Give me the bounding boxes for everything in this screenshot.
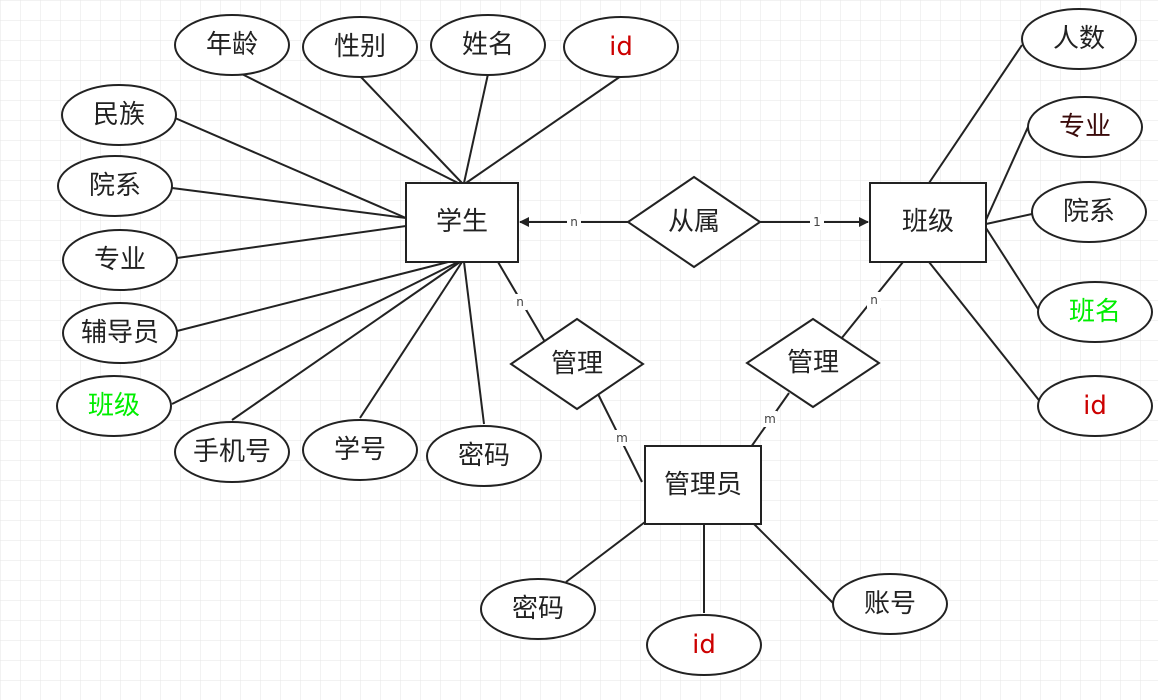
entity-class: 班级 xyxy=(869,182,987,263)
card-student-belongs: n xyxy=(570,215,578,229)
svg-text:班级: 班级 xyxy=(88,391,140,421)
svg-text:人数: 人数 xyxy=(1053,24,1105,54)
relationship-manage-right: 管理 xyxy=(745,317,881,409)
attr-class-count: 人数 xyxy=(1021,8,1137,70)
class-attribute-edges xyxy=(928,44,1043,405)
relationship-belongs-to-label: 从属 xyxy=(668,207,720,237)
svg-text:年龄: 年龄 xyxy=(206,30,258,60)
student-attribute-edges xyxy=(171,68,622,425)
attr-student-phone: 手机号 xyxy=(174,421,290,483)
card-admin-manage-right: m xyxy=(764,412,776,426)
attr-class-major: 专业 xyxy=(1027,96,1143,158)
svg-text:密码: 密码 xyxy=(458,441,510,471)
entity-admin: 管理员 xyxy=(644,445,762,525)
svg-text:院系: 院系 xyxy=(1063,197,1115,227)
svg-text:手机号: 手机号 xyxy=(193,437,271,467)
attr-admin-account: 账号 xyxy=(832,573,948,635)
attr-student-ethnicity: 民族 xyxy=(61,84,177,146)
attr-student-department: 院系 xyxy=(57,155,173,217)
attr-student-name: 姓名 xyxy=(430,14,546,76)
cardinality-labels: n 1 n m n m xyxy=(513,214,881,446)
relationship-manage-left: 管理 xyxy=(509,317,645,411)
attr-student-gender: 性别 xyxy=(302,16,418,78)
attr-class-class-name: 班名 xyxy=(1037,281,1153,343)
attr-class-id: id xyxy=(1037,375,1153,437)
attr-student-class: 班级 xyxy=(56,375,172,437)
admin-attribute-edges xyxy=(565,521,835,613)
svg-text:性别: 性别 xyxy=(334,32,386,62)
attr-student-counselor: 辅导员 xyxy=(62,302,178,364)
svg-text:id: id xyxy=(609,32,633,62)
relationship-manage-left-label: 管理 xyxy=(551,349,603,379)
card-admin-manage-left: m xyxy=(616,431,628,445)
attr-admin-id: id xyxy=(646,614,762,676)
entity-student: 学生 xyxy=(405,182,519,263)
svg-text:院系: 院系 xyxy=(89,171,141,201)
relationship-belongs-to: 从属 xyxy=(626,175,762,269)
attr-student-age: 年龄 xyxy=(174,14,290,76)
svg-text:账号: 账号 xyxy=(864,589,916,619)
attr-student-id: id xyxy=(563,16,679,78)
svg-text:学号: 学号 xyxy=(334,435,386,465)
svg-text:密码: 密码 xyxy=(512,594,564,624)
entity-student-label: 学生 xyxy=(436,207,488,237)
attr-student-student-no: 学号 xyxy=(302,419,418,481)
svg-text:辅导员: 辅导员 xyxy=(81,318,159,348)
attr-student-password: 密码 xyxy=(426,425,542,487)
svg-text:姓名: 姓名 xyxy=(462,30,514,60)
svg-text:专业: 专业 xyxy=(1059,112,1111,142)
svg-text:班名: 班名 xyxy=(1069,297,1121,327)
svg-text:专业: 专业 xyxy=(94,245,146,275)
card-class-manage: n xyxy=(870,293,878,307)
entity-class-label: 班级 xyxy=(902,207,954,237)
attr-admin-password: 密码 xyxy=(480,578,596,640)
entity-admin-label: 管理员 xyxy=(664,470,742,500)
relationship-manage-right-label: 管理 xyxy=(787,348,839,378)
attr-student-major: 专业 xyxy=(62,229,178,291)
svg-text:id: id xyxy=(692,630,716,660)
card-class-belongs: 1 xyxy=(813,215,821,229)
card-student-manage: n xyxy=(516,295,524,309)
svg-text:id: id xyxy=(1083,391,1107,421)
svg-text:民族: 民族 xyxy=(93,100,145,130)
attr-class-department: 院系 xyxy=(1031,181,1147,243)
